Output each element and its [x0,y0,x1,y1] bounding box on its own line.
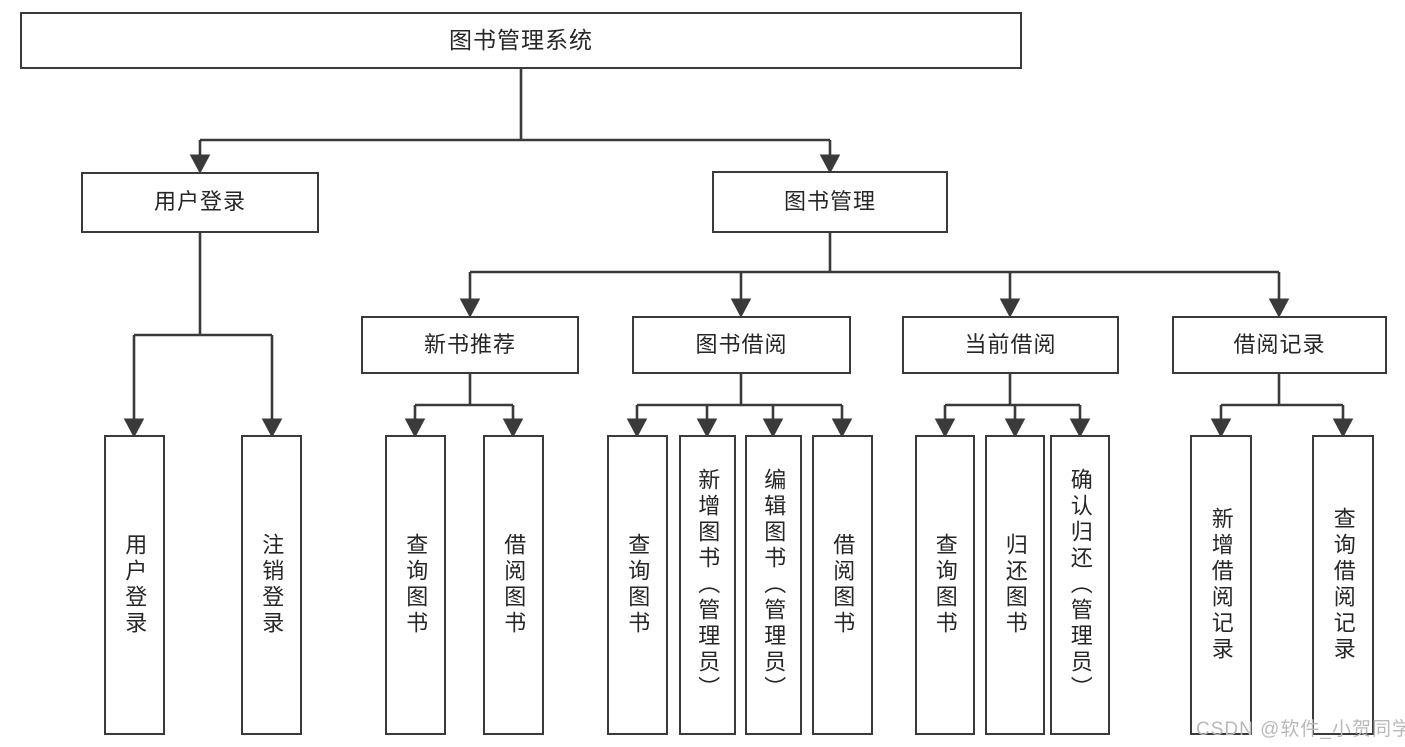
node-leaf-confirm-return-admin[interactable]: 确认归还（管理员） [1050,435,1110,735]
node-level3-book-borrow[interactable]: 图书借阅 [632,316,851,374]
node-leaf-add-book-admin[interactable]: 新增图书（管理员） [679,435,736,735]
node-leaf-return-book[interactable]: 归还图书 [985,435,1045,735]
node-leaf-query-book-current[interactable]: 查询图书 [915,435,975,735]
csdn-watermark: CSDN @软件_小贺同学 [1196,719,1405,740]
node-leaf-query-book-borrow[interactable]: 查询图书 [607,435,668,735]
node-leaf-query-book-rec[interactable]: 查询图书 [385,435,446,735]
node-level2-user-login[interactable]: 用户登录 [81,172,319,233]
node-leaf-logout[interactable]: 注销登录 [241,435,302,735]
node-level3-new-book-recommend[interactable]: 新书推荐 [361,316,579,374]
node-root[interactable]: 图书管理系统 [20,12,1022,69]
node-leaf-borrow-book[interactable]: 借阅图书 [812,435,873,735]
node-level3-current-borrow[interactable]: 当前借阅 [902,316,1119,374]
node-level3-borrow-record[interactable]: 借阅记录 [1172,316,1387,374]
node-leaf-user-login[interactable]: 用户登录 [104,435,165,735]
node-leaf-edit-book-admin[interactable]: 编辑图书（管理员） [745,435,802,735]
node-leaf-add-borrow-record[interactable]: 新增借阅记录 [1190,435,1252,735]
node-level2-book-management[interactable]: 图书管理 [712,171,948,233]
node-leaf-borrow-book-rec[interactable]: 借阅图书 [483,435,544,735]
node-leaf-query-borrow-record[interactable]: 查询借阅记录 [1312,435,1374,735]
